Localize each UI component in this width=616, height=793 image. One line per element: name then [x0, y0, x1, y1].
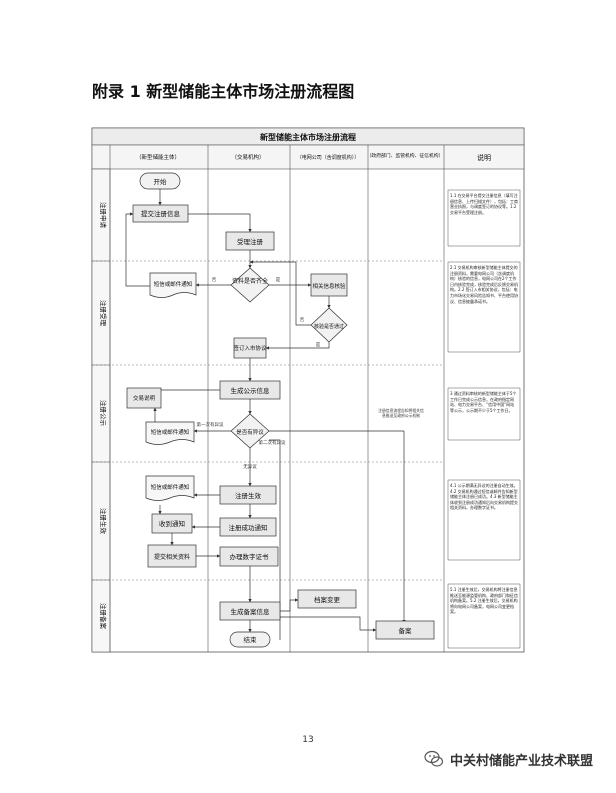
node-label: 是否有异议 [236, 428, 264, 436]
watermark-bar: 中关村储能产业技术联盟 [424, 748, 593, 770]
edge [265, 342, 330, 350]
node-label: 注册成功通知 [229, 523, 268, 532]
phase-label-accept: 注册受理 [99, 300, 108, 327]
note-publicity: 3 通过资料审核的新型储能主体于5个工作日完成公示信息，在政府指定网站、电力交易… [450, 391, 517, 413]
note-box-filing [447, 583, 521, 649]
node-effective [219, 485, 277, 505]
node-verify [310, 273, 348, 297]
node-label: 收到通知 [159, 519, 185, 528]
note-effective: 4.1 公示期满无异议的注册自动生效。4.2 交易机构通过短信或邮件告知新型储能… [450, 483, 518, 511]
node-end [229, 631, 271, 648]
node-label: 签订入市协议 [233, 344, 267, 352]
edge-label-no: 否 [212, 277, 217, 283]
wechat-icon [424, 750, 444, 767]
node-notify-3 [145, 475, 195, 501]
edge-label-no: 否 [300, 317, 305, 323]
node-label: 相关信息核验 [312, 282, 346, 290]
node-verify-pass [310, 307, 348, 343]
node-filing [375, 620, 435, 640]
edge [249, 260, 311, 326]
note-filing: 5.1 注册生效后，交易机构将注册信息推送至能源监管机构、政府部门和征信机构备案… [450, 587, 518, 615]
node-label: 核验是否通过 [314, 323, 344, 330]
edge-label-yes: 是 [316, 342, 321, 348]
edge [280, 616, 377, 632]
edge-label-gov-note: 注册信息流程告知将相关信息推送至政府公示机制 [378, 408, 424, 418]
node-label: 注册生效 [235, 491, 262, 500]
edge-label-yes: 是 [276, 277, 281, 283]
column-header-exchange: （交易机构） [231, 153, 264, 161]
column-header-storage: （新型储能主体） [136, 153, 180, 161]
node-receive [151, 513, 193, 534]
node-label: 提交相关资料 [154, 553, 190, 561]
column-header-row [91, 144, 525, 170]
node-label: 短信或邮件通知 [151, 428, 190, 436]
node-label: 生成公示信息 [231, 386, 271, 395]
phase-label-publicity: 注册公示 [99, 400, 108, 427]
node-explain [126, 387, 162, 409]
phase-label-effective: 注册生效 [99, 508, 108, 535]
node-label: 交易说明 [133, 394, 156, 402]
node-submit-docs [147, 544, 197, 568]
node-label: 受理注册 [237, 237, 264, 246]
node-label: 结束 [244, 635, 258, 644]
edge [188, 213, 252, 233]
edge-label-second-dissent: 第二次有异议 [259, 439, 286, 446]
diagram-title: 新型储能主体市场注册流程 [260, 132, 356, 142]
phase-label-filing: 注册备案 [99, 603, 108, 630]
node-record [219, 601, 281, 621]
note-accept: 2.1 交易机构审核新型储能主体提交的注册资料，需要电网公司（含调度机构）核验的… [450, 265, 518, 304]
node-label: 办理数字证书 [230, 552, 270, 561]
note-box-publicity [447, 387, 521, 441]
note-box-effective [447, 479, 521, 561]
node-archive [297, 589, 357, 609]
node-success-notice [219, 517, 277, 537]
node-accept [225, 231, 275, 251]
column-header-notes: 说明 [477, 153, 491, 162]
column-header-grid: （电网公司（含调度机构）） [297, 154, 360, 161]
edge-label-first-dissent: 第一次有异议 [197, 421, 224, 428]
node-label: 生成备案信息 [231, 607, 271, 616]
column-header-gov: （政府部门、监管机构、征信机构） [367, 152, 444, 159]
page-number: 13 [302, 735, 314, 745]
node-cert [219, 546, 279, 567]
node-notify-2 [145, 421, 195, 445]
note-box-accept [447, 261, 521, 353]
node-label: 档案变更 [314, 595, 341, 604]
edge [280, 598, 299, 612]
node-label: 开始 [154, 177, 168, 186]
page-title: 附录 1 新型储能主体市场注册流程图 [92, 82, 355, 101]
node-label: 短信或邮件通知 [154, 280, 193, 288]
node-complete-check [230, 267, 270, 303]
node-label: 备案 [399, 626, 413, 635]
node-start [139, 172, 181, 190]
node-label: 短信或邮件通知 [151, 483, 190, 491]
edge-label-no-dissent: 无异议 [243, 463, 257, 470]
phase-label-apply: 注册申请 [99, 202, 108, 229]
note-box-apply [447, 189, 521, 247]
node-objection [230, 413, 270, 449]
node-publicity [219, 380, 281, 400]
node-submit [132, 204, 189, 223]
node-notify-1 [149, 272, 197, 298]
node-label: 资料是否齐全 [232, 277, 268, 285]
node-label: 提交注册信息 [141, 209, 181, 218]
node-sign [233, 337, 267, 359]
note-apply: 1.1 在交易平台提交注册信息（填写注册信息、上传扫描文件），包括：工商营业执照… [450, 193, 518, 215]
watermark-text: 中关村储能产业技术联盟 [450, 753, 594, 769]
edge [125, 212, 150, 287]
edge [269, 439, 281, 640]
